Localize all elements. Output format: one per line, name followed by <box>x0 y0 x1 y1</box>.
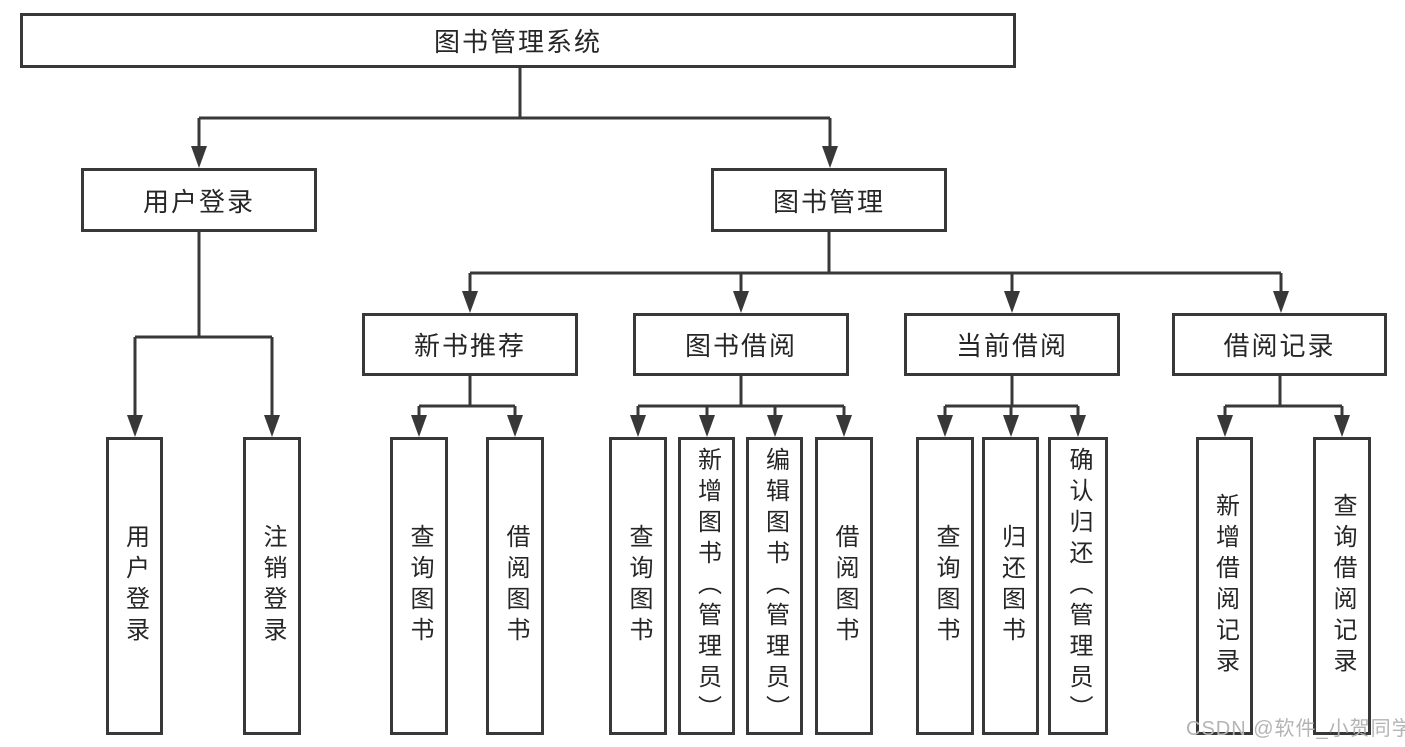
connector-root-to-level1 <box>197 67 832 150</box>
arrow-down-icon <box>1070 415 1086 437</box>
connector-user-login-to-leaves <box>133 232 274 421</box>
leaf-current-return-books: 归还图书 <box>982 437 1039 735</box>
node-new-book-recommend: 新书推荐 <box>362 313 578 376</box>
node-book-borrowing: 图书借阅 <box>633 313 849 376</box>
arrow-down-icon <box>1003 415 1019 437</box>
watermark: CSDN @软件_小贺同学 <box>1186 718 1405 740</box>
node-book-management: 图书管理 <box>711 168 947 232</box>
arrow-down-icon <box>507 415 523 437</box>
arrow-down-icon <box>767 415 783 437</box>
leaf-records-add-record: 新增借阅记录 <box>1196 437 1253 735</box>
leaf-borrowing-borrow-books: 借阅图书 <box>815 437 873 735</box>
connector-new-book-recommend-to-leaves <box>417 376 517 421</box>
arrow-down-icon <box>127 415 143 437</box>
leaf-borrowing-add-books: 新增图书（管理员） <box>678 437 735 735</box>
arrow-down-icon <box>462 291 478 313</box>
leaf-records-query-record: 查询借阅记录 <box>1313 437 1371 735</box>
connector-book-borrowing-to-leaves <box>636 376 846 421</box>
leaf-logout: 注销登录 <box>243 437 301 735</box>
arrow-down-icon <box>1004 291 1020 313</box>
arrow-down-icon <box>1273 291 1289 313</box>
arrow-down-icon <box>630 415 646 437</box>
leaf-current-confirm-return: 确认归还（管理员） <box>1048 437 1108 735</box>
connector-borrowing-records-to-leaves <box>1223 376 1344 421</box>
leaf-borrowing-edit-books: 编辑图书（管理员） <box>746 437 803 735</box>
arrow-down-icon <box>937 415 953 437</box>
arrow-down-icon <box>411 415 427 437</box>
arrow-down-icon <box>836 415 852 437</box>
arrow-down-icon <box>699 415 715 437</box>
leaf-borrowing-query-books: 查询图书 <box>609 437 667 735</box>
node-root-library-system: 图书管理系统 <box>20 13 1016 68</box>
arrow-down-icon <box>1334 415 1350 437</box>
leaf-recommend-query-books: 查询图书 <box>390 437 448 735</box>
leaf-user-login: 用户登录 <box>106 437 163 735</box>
connector-book-management-to-level2 <box>468 232 1283 296</box>
node-borrowing-records: 借阅记录 <box>1172 313 1387 376</box>
node-current-borrowing: 当前借阅 <box>904 313 1120 376</box>
leaf-current-query-books: 查询图书 <box>916 437 974 735</box>
connector-current-borrowing-to-leaves <box>943 376 1080 421</box>
arrow-down-icon <box>264 415 280 437</box>
arrow-down-icon <box>733 291 749 313</box>
arrow-down-icon <box>191 146 207 168</box>
node-user-login: 用户登录 <box>81 168 317 232</box>
arrow-down-icon <box>822 146 838 168</box>
arrow-down-icon <box>1217 415 1233 437</box>
arrowheads <box>127 146 1350 437</box>
leaf-recommend-borrow-books: 借阅图书 <box>486 437 544 735</box>
